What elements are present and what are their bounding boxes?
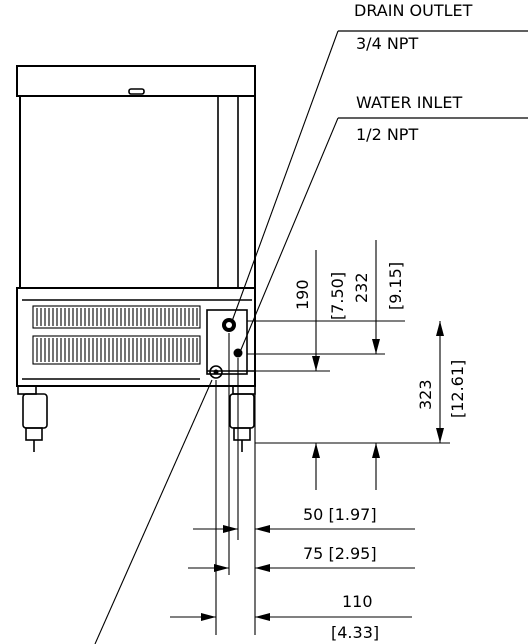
water-inlet-size: 1/2 NPT xyxy=(356,125,418,144)
dim-110-inch: [4.33] xyxy=(331,623,379,642)
drain-outlet-callout: DRAIN OUTLET 3/4 NPT xyxy=(230,1,528,325)
water-leader-line xyxy=(239,117,339,353)
connection-plate xyxy=(206,309,248,375)
bottom-fitting-icon xyxy=(209,365,223,379)
dim-232-mm: 232 xyxy=(352,272,371,303)
vent-grille-top xyxy=(32,305,201,329)
top-panel xyxy=(16,65,256,97)
machine-side-view xyxy=(16,65,256,452)
cabinet-body xyxy=(19,95,256,289)
dim-323-inch: [12.61] xyxy=(448,360,467,418)
horizontal-dimensions: 50 [1.97] 75 [2.95] 110 [4.33] xyxy=(170,333,415,642)
drain-outlet-size: 3/4 NPT xyxy=(356,34,418,53)
drain-leader-line xyxy=(230,30,339,325)
water-inlet-callout: WATER INLET 1/2 NPT xyxy=(239,93,528,353)
vent-grille-bottom xyxy=(32,335,201,365)
dim-232-inch: [9.15] xyxy=(386,262,405,310)
base-panel xyxy=(16,287,256,387)
dim-50-label: 50 [1.97] xyxy=(303,505,377,524)
dim-190-mm: 190 xyxy=(293,279,312,310)
dim-75-label: 75 [2.95] xyxy=(303,544,377,563)
dim-110-mm: 110 xyxy=(342,592,373,611)
left-foot-icon xyxy=(17,385,48,452)
right-foot-icon xyxy=(229,385,256,452)
vent-grille-icon xyxy=(32,305,201,365)
water-inlet-label: WATER INLET xyxy=(356,93,462,112)
handle-icon xyxy=(128,88,145,95)
dim-190-inch: [7.50] xyxy=(328,272,347,320)
water-inlet-icon xyxy=(233,348,243,358)
vertical-dimensions: 190 [7.50] 232 [9.15] 323 [12.61] xyxy=(222,240,467,490)
drain-outlet-label: DRAIN OUTLET xyxy=(354,1,473,20)
dim-323-mm: 323 xyxy=(416,379,435,410)
fitting-leader-line xyxy=(94,379,213,644)
